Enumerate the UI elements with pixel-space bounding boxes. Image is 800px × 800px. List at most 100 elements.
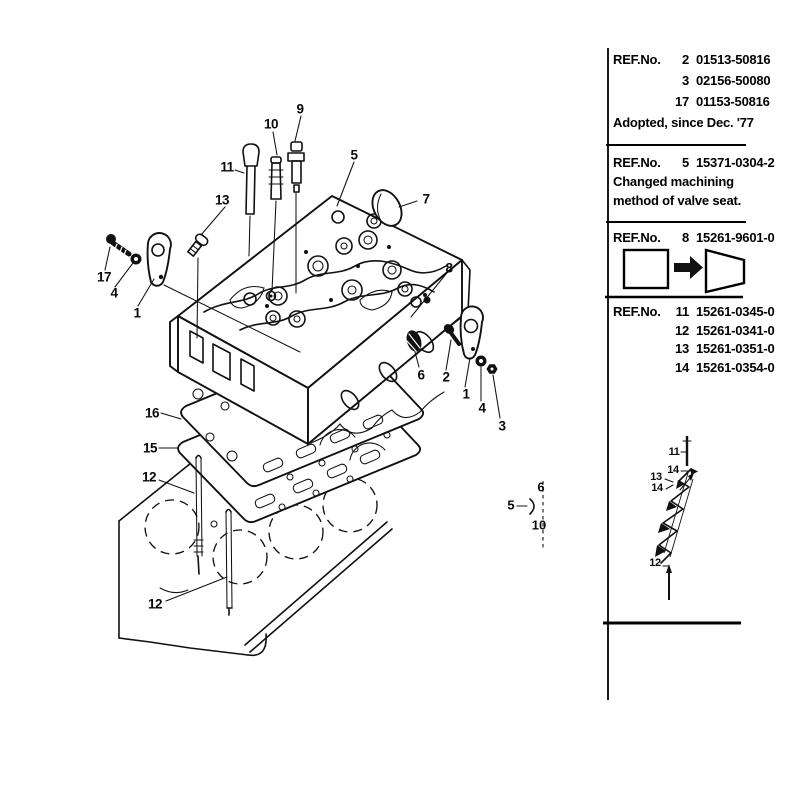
callout-5: 5 bbox=[350, 147, 358, 163]
ref-row: 17 01153-50816 bbox=[613, 91, 799, 112]
eye-plate-1-left bbox=[146, 232, 172, 287]
square-icon bbox=[622, 248, 670, 290]
ref-prefix bbox=[613, 359, 667, 378]
ref-num: 5 bbox=[681, 155, 689, 170]
callout-9: 9 bbox=[296, 101, 304, 117]
arrow-right-icon bbox=[674, 256, 703, 279]
ref-num: 3 bbox=[681, 73, 689, 88]
ref-row: 3 02156-50080 bbox=[613, 70, 799, 91]
ref-prefix: REF.No. bbox=[613, 230, 661, 245]
ref-part: 01513-50816 bbox=[696, 52, 771, 67]
callout-7: 7 bbox=[422, 191, 430, 207]
ref-num: 8 bbox=[681, 230, 689, 245]
callout-1: 1 bbox=[133, 305, 141, 321]
ref-num: 14 bbox=[674, 359, 689, 375]
callout-2: 2 bbox=[442, 369, 450, 385]
inset-label-11: 11 bbox=[668, 446, 680, 458]
range-bottom-label: 10 bbox=[531, 517, 547, 533]
ref-part: 15371-0304-2 bbox=[696, 155, 775, 170]
valve-rings bbox=[243, 210, 427, 328]
bolt-2 bbox=[443, 324, 461, 346]
push-rod-12b bbox=[225, 508, 233, 616]
cylinder-bore bbox=[212, 529, 268, 585]
range-note-graphic bbox=[516, 481, 544, 549]
inset-label-13: 13 bbox=[650, 471, 662, 483]
ref-notes: Changed machining method of valve seat. bbox=[613, 172, 799, 210]
callout-4: 4 bbox=[478, 400, 486, 416]
revision-section-3: REF.No. 8 15261-9601-0 bbox=[613, 228, 799, 247]
bolt-17 bbox=[106, 234, 132, 257]
ref-prefix bbox=[613, 91, 667, 112]
ref-prefix bbox=[613, 70, 667, 91]
ref-part: 01153-50816 bbox=[696, 94, 770, 109]
trapezoid-icon bbox=[704, 248, 746, 294]
valve-train-inset bbox=[655, 436, 698, 600]
ref-part: 02156-50080 bbox=[696, 73, 771, 88]
plug-6 bbox=[406, 330, 422, 352]
note-line: method of valve seat. bbox=[613, 193, 742, 208]
ref-prefix: REF.No. bbox=[613, 155, 661, 170]
push-rod-12a bbox=[193, 454, 204, 575]
head-bolt-11 bbox=[242, 143, 260, 257]
washer-4-left bbox=[130, 253, 142, 265]
ref-rows: REF.No. 8 15261-9601-0 bbox=[613, 228, 799, 247]
ref-num: 17 bbox=[674, 94, 689, 109]
ref-notes: Adopted, since Dec. '77 bbox=[613, 112, 799, 133]
callout-15: 15 bbox=[142, 440, 158, 456]
eye-plate-1-right bbox=[459, 305, 484, 360]
nut-3 bbox=[486, 364, 498, 374]
callout-12: 12 bbox=[147, 596, 163, 612]
ref-row: 14 15261-0354-0 bbox=[613, 359, 799, 378]
inset-label-12: 12 bbox=[649, 557, 661, 569]
ref-part: 15261-0354-0 bbox=[696, 359, 775, 375]
ref-rows: REF.No. 2 01513-50816 3 02156-50080 17 01153-5… bbox=[613, 49, 799, 112]
callout-10: 10 bbox=[263, 116, 279, 132]
bolt-13 bbox=[187, 233, 209, 257]
callout-8: 8 bbox=[445, 260, 453, 276]
ref-part: 15261-9601-0 bbox=[696, 230, 775, 245]
callout-16: 16 bbox=[144, 405, 160, 421]
callout-6: 6 bbox=[417, 367, 425, 383]
callout-12: 12 bbox=[141, 469, 157, 485]
ref-part: 15261-0345-0 bbox=[696, 304, 775, 319]
sidebar-rules bbox=[603, 48, 746, 700]
ref-num: 2 bbox=[681, 52, 689, 67]
callout-1: 1 bbox=[462, 386, 470, 402]
ref-row: REF.No. 2 01513-50816 bbox=[613, 49, 799, 70]
ref-part: 15261-0351-0 bbox=[696, 341, 775, 356]
callout-17: 17 bbox=[96, 269, 112, 285]
ref-row: REF.No. 8 15261-9601-0 bbox=[613, 228, 799, 247]
ref-row: 13 15261-0351-0 bbox=[613, 340, 799, 359]
cylinder-bore bbox=[144, 499, 200, 555]
ref-prefix: REF.No. bbox=[613, 304, 661, 319]
ref-prefix bbox=[613, 340, 667, 359]
ref-part: 15261-0341-0 bbox=[696, 322, 775, 338]
note-line: Changed machining bbox=[613, 174, 734, 189]
callout-3: 3 bbox=[498, 418, 506, 434]
revision-section-1: REF.No. 2 01513-50816 3 02156-50080 17 01153-5… bbox=[613, 49, 799, 133]
ref-rows: REF.No. 5 15371-0304-2 bbox=[613, 153, 799, 172]
range-top-label: 6 bbox=[537, 479, 545, 495]
nozzle-holder-9 bbox=[287, 141, 305, 294]
ref-num: 13 bbox=[674, 341, 689, 356]
cylinder-head bbox=[169, 195, 471, 445]
ref-row: REF.No. 11 15261-0345-0 bbox=[613, 303, 799, 322]
ref-row: REF.No. 5 15371-0304-2 bbox=[613, 153, 799, 172]
stud-ball-8 bbox=[423, 296, 431, 304]
ref-num: 11 bbox=[675, 304, 690, 319]
range-ref-label: 5 bbox=[507, 497, 515, 513]
ref-prefix bbox=[613, 322, 667, 341]
cap-7 bbox=[371, 189, 403, 227]
revision-section-2: REF.No. 5 15371-0304-2 Changed machining me… bbox=[613, 153, 799, 210]
leader-lines bbox=[104, 115, 501, 602]
valve-seat-change-graphic bbox=[622, 248, 746, 294]
ref-prefix: REF.No. bbox=[613, 52, 661, 67]
callout-4: 4 bbox=[110, 285, 118, 301]
callout-13: 13 bbox=[214, 192, 230, 208]
washer-4-right bbox=[475, 355, 487, 367]
